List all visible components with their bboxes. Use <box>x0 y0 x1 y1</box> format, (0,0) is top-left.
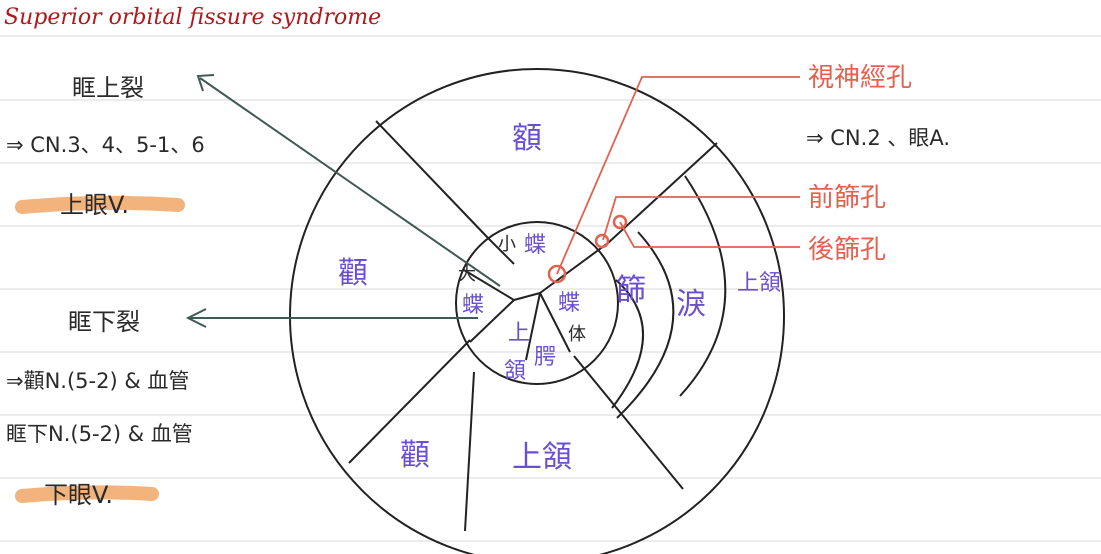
zygomatic-bone-upper-label: 顴 <box>338 256 368 291</box>
page-title: Superior orbital fissure syndrome <box>4 5 381 30</box>
greater-wing-label: 大 <box>458 264 476 285</box>
inferior-fissure-label: 眶下裂 <box>68 308 140 336</box>
anterior-ethmoid-marker <box>594 233 610 249</box>
palatine-bone-label: 腭 <box>534 345 556 370</box>
sphenoid-body-label-2: 体 <box>568 324 586 345</box>
lesser-wing-label: 小 <box>498 234 516 255</box>
superior-ophthalmic-vein: 上眼V. <box>60 191 129 219</box>
lesser-wing-sphenoid-label: 蝶 <box>524 233 546 258</box>
maxilla-bottom-label: 上頷 <box>512 440 572 475</box>
inferior-ophthalmic-vein: 下眼V. <box>44 481 113 509</box>
lacrimal-bone-label: 淚 <box>676 287 706 322</box>
optic-canal-marker <box>547 264 567 284</box>
orbit-apex-circle <box>455 221 619 385</box>
highlight-superior-vein <box>15 195 185 214</box>
maxilla-inner-label: 上 <box>508 321 530 346</box>
ruled-lines <box>0 35 1101 542</box>
greater-wing-sphenoid-label: 蝶 <box>462 293 484 318</box>
ethmoid-bone-label: 篩 <box>616 273 646 308</box>
bone-sutures <box>348 120 727 532</box>
foramen-leaders <box>556 76 800 275</box>
orbit-outer-circle <box>289 68 785 554</box>
superior-fissure-pointer <box>199 77 501 287</box>
posterior-ethmoid-marker <box>612 214 628 230</box>
superior-fissure-label: 眶上裂 <box>72 74 144 102</box>
superior-fissure-arrowhead <box>196 74 215 92</box>
maxilla-right-label-1: 上頷 <box>737 271 781 296</box>
maxilla-inner-label-2: 頷 <box>504 359 526 384</box>
zygomatic-bone-lower-label: 顴 <box>400 438 430 473</box>
sphenoid-body-label: 蝶 <box>558 291 580 316</box>
posterior-ethmoid-label: 後篩孔 <box>808 235 886 265</box>
optic-canal-label: 視神經孔 <box>808 63 912 93</box>
optic-canal-contents: ⇒ CN.2 、眼A. <box>806 126 950 150</box>
frontal-bone-label: 額 <box>512 121 542 156</box>
anterior-ethmoid-label: 前篩孔 <box>808 183 886 213</box>
inferior-fissure-arrowhead <box>185 308 207 328</box>
inferior-fissure-contents-1: ⇒顴N.(5-2) & 血管 <box>6 369 189 393</box>
highlight-inferior-vein <box>15 485 159 503</box>
superior-fissure-contents: ⇒ CN.3、4、5-1、6 <box>6 133 205 157</box>
inferior-fissure-contents-2: 眶下N.(5-2) & 血管 <box>6 422 193 446</box>
